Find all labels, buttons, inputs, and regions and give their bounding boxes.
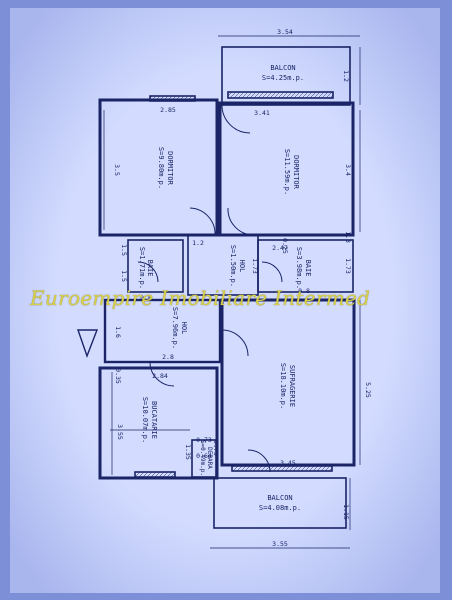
walls bbox=[98, 46, 356, 529]
dim-dormitor-left-height: 3.5 bbox=[113, 164, 121, 176]
dim-sufragerie-height: 5.25 bbox=[364, 382, 372, 398]
watermark-text: Euroempire Imobiliare Intermed bbox=[30, 286, 371, 310]
room-balcon-top-area: S=4.25m.p. bbox=[262, 74, 304, 82]
dim-right-small-2: 0.25 bbox=[281, 238, 289, 254]
dim-debara-side: 0.75 bbox=[212, 440, 220, 456]
room-balcon-bottom-area: S=4.08m.p. bbox=[259, 504, 301, 512]
room-dormitor-right-area: S=11.59m.p. bbox=[283, 149, 291, 195]
entrance-arrow-icon bbox=[77, 329, 99, 359]
dim-bottom-width: 3.55 bbox=[272, 540, 288, 548]
room-baie-left-label: BAIE bbox=[146, 260, 154, 277]
dim-baie-right-width: 2.47 bbox=[272, 244, 288, 252]
room-bucatarie-area: S=10.07m.p. bbox=[141, 397, 149, 443]
room-balcon-bottom-label: BALCON bbox=[267, 494, 292, 502]
dim-debara-height: 1.35 bbox=[184, 444, 192, 460]
dim-baie-right-small: 0.8 bbox=[298, 287, 310, 295]
dim-dormitor-right-height: 3.4 bbox=[344, 164, 352, 176]
dim-debara-small: 0.64 bbox=[196, 452, 212, 460]
dim-baie-right-height: 1.73 bbox=[344, 258, 352, 274]
dim-hol-left-width: 2.8 bbox=[162, 353, 174, 361]
dim-balcony-bottom-width: 3.45 bbox=[280, 459, 296, 467]
room-hol-left-area: S=7.96m.p. bbox=[171, 307, 179, 349]
room-baie-right-area: S=3.98m.p. bbox=[295, 247, 303, 289]
dim-hol-left-height: 1.6 bbox=[114, 326, 122, 338]
dim-kitchen-height: 3.55 bbox=[116, 424, 124, 440]
dim-debara-width: 0.73 bbox=[196, 436, 212, 444]
dim-top-width: 3.54 bbox=[277, 28, 293, 36]
dim-baie-left-width: 0.6 bbox=[140, 294, 152, 302]
room-sufragerie-area: S=18.10m.p. bbox=[279, 363, 287, 409]
dim-dormitor-left-width: 2.85 bbox=[160, 106, 176, 114]
room-dormitor-left-area: S=9.80m.p. bbox=[157, 147, 165, 189]
dim-dormitor-right-width: 3.41 bbox=[254, 109, 270, 117]
dim-bottom-balcony-height: 1.15 bbox=[342, 504, 350, 520]
room-baie-right-label: BAIE bbox=[304, 260, 312, 277]
dim-kitchen-width: 2.84 bbox=[152, 372, 168, 380]
room-dormitor-right-label: DORMITOR bbox=[292, 155, 300, 190]
dim-right-small-1: 1.3 bbox=[344, 231, 352, 243]
room-dormitor-left-label: DORMITOR bbox=[166, 151, 174, 186]
dimension-lines bbox=[103, 35, 361, 549]
room-balcon-top-label: BALCON bbox=[270, 64, 295, 72]
room-baie-left-area: S=1.71m.p. bbox=[138, 247, 146, 289]
room-hol-center-label: HOL bbox=[238, 260, 246, 273]
room-hol-center-area: S=1.50m.p. bbox=[229, 245, 237, 287]
room-hol-left-label: HOL bbox=[180, 322, 188, 335]
room-sufragerie-label: SUFRAGERIE bbox=[288, 365, 296, 407]
dim-baie-left-side: 1.5 bbox=[120, 270, 128, 282]
dim-baie-left-height: 1.5 bbox=[120, 244, 128, 256]
room-debara-label: DEBARA bbox=[206, 447, 213, 469]
dim-hol-width: 1.2 bbox=[192, 239, 204, 247]
dim-kitchen-small: 0.35 bbox=[114, 368, 122, 384]
dim-hol-height: 1.73 bbox=[251, 258, 259, 274]
room-debara-area: S=0.49m.p. bbox=[199, 440, 206, 476]
room-bucatarie-label: BUCATARIE bbox=[150, 401, 158, 439]
dim-top-balcony-height: 1.2 bbox=[342, 70, 350, 82]
